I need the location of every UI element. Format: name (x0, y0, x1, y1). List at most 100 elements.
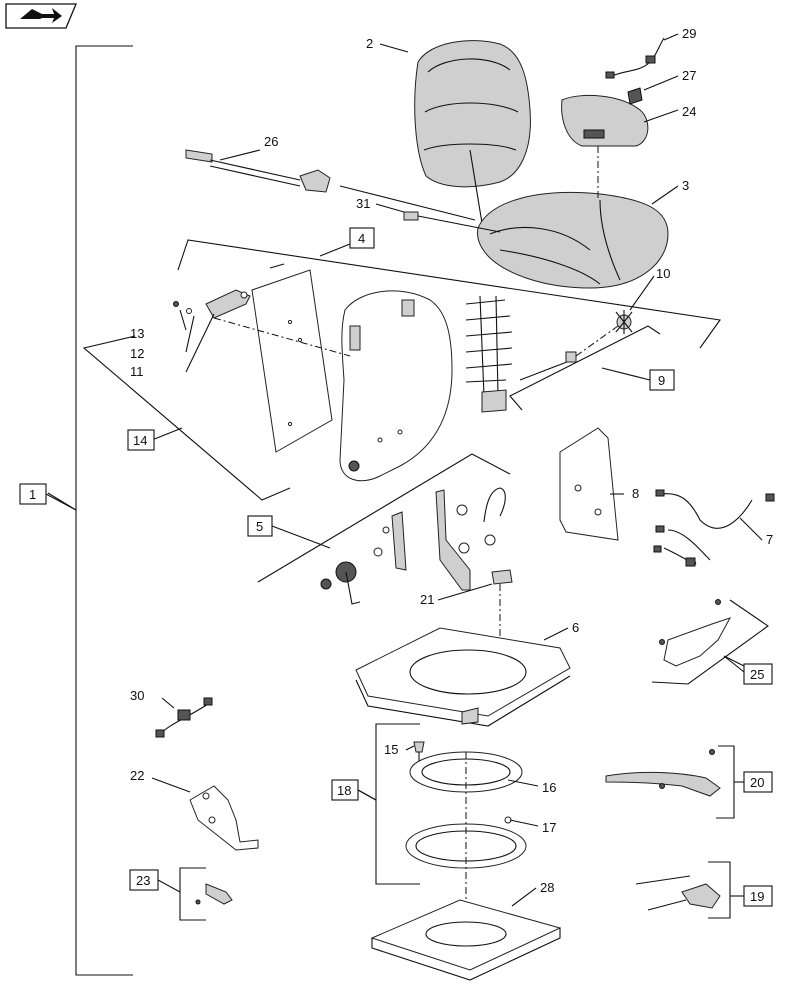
latch-23[interactable] (195, 883, 233, 905)
callout-3[interactable]: 3 (682, 178, 689, 193)
callout-label: 5 (256, 519, 263, 534)
callout-21[interactable]: 21 (420, 592, 434, 607)
callout-9[interactable]: 9 (649, 369, 675, 391)
nav-back-button[interactable] (5, 3, 77, 29)
callout-label: 25 (750, 667, 764, 682)
callout-label: 8 (632, 486, 639, 501)
callout-13[interactable]: 13 (130, 326, 144, 341)
callout-16[interactable]: 16 (542, 780, 556, 795)
callout-10[interactable]: 10 (656, 266, 670, 281)
hinge-bracket-11[interactable] (205, 289, 251, 319)
latch-21[interactable] (491, 569, 513, 585)
callout-label: 4 (358, 231, 365, 246)
callout-label: 2 (366, 36, 373, 51)
callout-29[interactable]: 29 (682, 26, 696, 41)
assembly-bracket-1 (47, 45, 133, 976)
box-connectors (45, 493, 745, 897)
callout-14[interactable]: 14 (127, 429, 155, 451)
callout-label: 14 (133, 433, 147, 448)
callout-label: 20 (750, 775, 764, 790)
callout-label: 12 (130, 346, 144, 361)
bracket-25[interactable] (659, 599, 732, 667)
lever-19[interactable] (635, 875, 721, 911)
callout-12[interactable]: 12 (130, 346, 144, 361)
callout-5[interactable]: 5 (247, 515, 273, 537)
callout-label: 29 (682, 26, 696, 41)
group-23-outline (179, 867, 206, 921)
callout-label: 18 (337, 783, 351, 798)
callout-6[interactable]: 6 (572, 620, 579, 635)
mounting-plate-28[interactable] (370, 899, 562, 981)
callout-label: 24 (682, 104, 696, 119)
callout-label: 10 (656, 266, 670, 281)
callout-19[interactable]: 19 (743, 885, 773, 907)
wiring-harness-7[interactable] (653, 489, 775, 567)
callout-24[interactable]: 24 (682, 104, 696, 119)
callout-label: 1 (29, 487, 36, 502)
callout-label: 3 (682, 178, 689, 193)
callout-label: 26 (264, 134, 278, 149)
wiring-harness-30[interactable] (155, 697, 213, 738)
bracket-22[interactable] (189, 785, 259, 851)
callout-label: 21 (420, 592, 434, 607)
seat-cushion[interactable] (477, 191, 669, 289)
callout-label: 19 (750, 889, 764, 904)
lumbar-support-basket[interactable] (465, 295, 513, 413)
seat-back-cushion[interactable] (339, 40, 531, 224)
screw-13[interactable] (173, 301, 179, 307)
group-4-outline (177, 239, 721, 349)
leader-lines (151, 33, 763, 907)
callout-8[interactable]: 8 (632, 486, 639, 501)
callout-18[interactable]: 18 (331, 779, 359, 801)
callout-label: 28 (540, 880, 554, 895)
callout-22[interactable]: 22 (130, 768, 144, 783)
callout-30[interactable]: 30 (130, 688, 144, 703)
release-cable-26[interactable] (185, 149, 331, 193)
group-9-outline (509, 325, 661, 411)
callout-1[interactable]: 1 (19, 483, 47, 505)
lever-20[interactable] (605, 749, 721, 797)
group-20-outline (716, 745, 735, 819)
callout-20[interactable]: 20 (743, 771, 773, 793)
back-board-14[interactable] (251, 263, 333, 453)
callout-label: 11 (130, 364, 144, 379)
side-bracket-8[interactable] (559, 427, 619, 541)
callout-label: 15 (384, 742, 398, 757)
callout-23[interactable]: 23 (129, 869, 159, 891)
swivel-base-6[interactable] (355, 627, 571, 727)
callout-label: 7 (766, 532, 773, 547)
recliner-mechanism[interactable] (320, 487, 506, 605)
callout-label: 23 (136, 873, 150, 888)
callout-4[interactable]: 4 (349, 227, 375, 249)
adjuster-shaft[interactable] (519, 351, 577, 381)
washer-12[interactable] (186, 308, 192, 314)
callout-label: 17 (542, 820, 556, 835)
callout-label: 16 (542, 780, 556, 795)
callout-label: 22 (130, 768, 144, 783)
callout-26[interactable]: 26 (264, 134, 278, 149)
callout-label: 9 (658, 373, 665, 388)
callout-27[interactable]: 27 (682, 68, 696, 83)
bolt-15[interactable] (413, 741, 425, 766)
armrest-switch[interactable] (627, 87, 643, 105)
callout-label: 13 (130, 326, 144, 341)
group-5-outline (257, 453, 511, 583)
callout-25[interactable]: 25 (743, 663, 773, 685)
callout-7[interactable]: 7 (766, 532, 773, 547)
group-25-outline (651, 599, 769, 685)
callout-11[interactable]: 11 (130, 364, 144, 379)
group-14-outline (82, 335, 291, 501)
callout-15[interactable]: 15 (384, 742, 398, 757)
seat-back-frame[interactable] (339, 290, 453, 482)
rod-31[interactable] (403, 211, 501, 233)
callout-28[interactable]: 28 (540, 880, 554, 895)
back-arrow-icon (20, 8, 62, 23)
callout-31[interactable]: 31 (356, 196, 370, 211)
armrest[interactable] (561, 94, 649, 147)
adjuster-knob-10[interactable] (615, 310, 633, 334)
callout-label: 30 (130, 688, 144, 703)
callout-2[interactable]: 2 (366, 36, 373, 51)
callout-17[interactable]: 17 (542, 820, 556, 835)
wiring-harness-29[interactable] (605, 37, 665, 79)
callout-label: 6 (572, 620, 579, 635)
